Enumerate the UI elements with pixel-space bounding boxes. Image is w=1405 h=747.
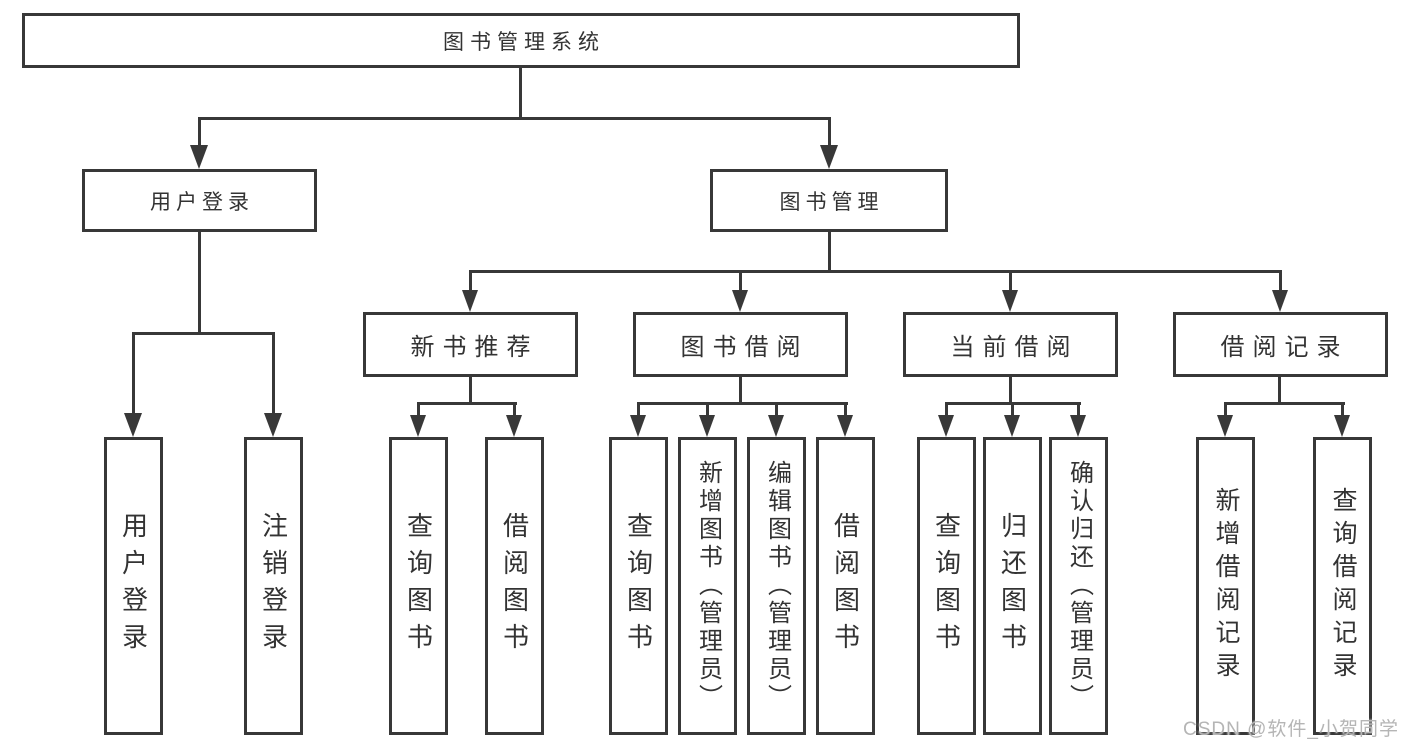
arrow-down-icon xyxy=(699,415,715,437)
leaf-confirm-return-admin-label: 确认归还（管理员） xyxy=(1065,460,1093,712)
arrow-down-icon xyxy=(1004,415,1020,437)
leaf-edit-books-admin-label: 编辑图书（管理员） xyxy=(763,460,791,712)
connector-line xyxy=(132,332,275,335)
node-current-borrowing: 当前借阅 xyxy=(903,312,1118,377)
connector-line xyxy=(519,68,522,120)
node-library-system: 图书管理系统 xyxy=(22,13,1020,68)
leaf-query-books-2-label: 查询图书 xyxy=(623,512,654,660)
leaf-confirm-return-admin: 确认归还（管理员） xyxy=(1049,437,1108,735)
node-book-management-label: 图书管理 xyxy=(779,190,884,214)
leaf-logout-label: 注销登录 xyxy=(258,512,289,660)
connector-line xyxy=(637,402,848,405)
connector-line xyxy=(1224,402,1345,405)
leaf-user-login: 用户登录 xyxy=(104,437,163,735)
arrow-down-icon xyxy=(1334,415,1350,437)
arrow-down-icon xyxy=(938,415,954,437)
arrow-down-icon xyxy=(630,415,646,437)
leaf-borrow-books: 借阅图书 xyxy=(485,437,544,735)
leaf-logout: 注销登录 xyxy=(244,437,303,735)
connector-line xyxy=(198,117,201,149)
leaf-return-books-label: 归还图书 xyxy=(997,512,1028,660)
connector-line xyxy=(844,402,847,416)
leaf-query-borrow-record-label: 查询借阅记录 xyxy=(1329,487,1357,685)
arrow-down-icon xyxy=(768,415,784,437)
leaf-borrow-books-2: 借阅图书 xyxy=(816,437,875,735)
leaf-add-borrow-record: 新增借阅记录 xyxy=(1196,437,1255,735)
arrow-down-icon xyxy=(264,413,282,437)
connector-line xyxy=(637,402,640,416)
connector-line xyxy=(132,332,135,414)
leaf-query-books-3: 查询图书 xyxy=(917,437,976,735)
node-library-system-label: 图书管理系统 xyxy=(443,30,605,54)
watermark: CSDN @软件_小贺同学 xyxy=(1183,719,1399,740)
arrow-down-icon xyxy=(837,415,853,437)
node-user-login: 用户登录 xyxy=(82,169,317,232)
leaf-borrow-books-2-label: 借阅图书 xyxy=(830,512,861,660)
leaf-query-books-label: 查询图书 xyxy=(403,512,434,660)
arrow-down-icon xyxy=(1070,415,1086,437)
connector-line xyxy=(706,402,709,416)
connector-line xyxy=(739,270,742,292)
connector-line xyxy=(828,232,831,273)
connector-line xyxy=(469,377,472,405)
connector-line xyxy=(272,332,275,414)
node-book-borrowing: 图书借阅 xyxy=(633,312,848,377)
node-book-borrowing-label: 图书借阅 xyxy=(680,334,809,361)
connector-line xyxy=(513,402,516,416)
connector-line xyxy=(469,270,1282,273)
node-new-book-recommendation-label: 新书推荐 xyxy=(410,334,539,361)
leaf-query-books-2: 查询图书 xyxy=(609,437,668,735)
connector-line xyxy=(775,402,778,416)
connector-line xyxy=(828,117,831,149)
connector-line xyxy=(1077,402,1080,416)
connector-line xyxy=(945,402,948,416)
connector-line xyxy=(417,402,420,416)
node-user-login-label: 用户登录 xyxy=(150,190,254,214)
connector-line xyxy=(469,270,472,292)
node-new-book-recommendation: 新书推荐 xyxy=(363,312,578,377)
arrow-down-icon xyxy=(124,413,142,437)
leaf-add-books-admin-label: 新增图书（管理员） xyxy=(694,460,722,712)
connector-line xyxy=(1009,377,1012,405)
arrow-down-icon xyxy=(1217,415,1233,437)
leaf-edit-books-admin: 编辑图书（管理员） xyxy=(747,437,806,735)
leaf-add-borrow-record-label: 新增借阅记录 xyxy=(1212,487,1240,685)
arrow-down-icon xyxy=(1272,290,1288,312)
node-borrowing-records-label: 借阅记录 xyxy=(1220,334,1349,361)
leaf-query-borrow-record: 查询借阅记录 xyxy=(1313,437,1372,735)
arrow-down-icon xyxy=(462,290,478,312)
arrow-down-icon xyxy=(410,415,426,437)
connector-line xyxy=(1224,402,1227,416)
leaf-add-books-admin: 新增图书（管理员） xyxy=(678,437,737,735)
leaf-return-books: 归还图书 xyxy=(983,437,1042,735)
node-book-management: 图书管理 xyxy=(710,169,948,232)
connector-line xyxy=(198,232,201,335)
arrow-down-icon xyxy=(820,145,838,169)
connector-line xyxy=(1279,270,1282,292)
connector-line xyxy=(417,402,517,405)
connector-line xyxy=(739,377,742,405)
node-borrowing-records: 借阅记录 xyxy=(1173,312,1388,377)
connector-line xyxy=(1278,377,1281,405)
arrow-down-icon xyxy=(1002,290,1018,312)
connector-line xyxy=(1011,402,1014,416)
connector-line xyxy=(1341,402,1344,416)
leaf-user-login-label: 用户登录 xyxy=(118,512,149,660)
arrow-down-icon xyxy=(506,415,522,437)
connector-line xyxy=(1009,270,1012,292)
leaf-query-books: 查询图书 xyxy=(389,437,448,735)
arrow-down-icon xyxy=(732,290,748,312)
leaf-query-books-3-label: 查询图书 xyxy=(931,512,962,660)
leaf-borrow-books-label: 借阅图书 xyxy=(499,512,530,660)
node-current-borrowing-label: 当前借阅 xyxy=(950,334,1079,361)
connector-line xyxy=(198,117,831,120)
arrow-down-icon xyxy=(190,145,208,169)
